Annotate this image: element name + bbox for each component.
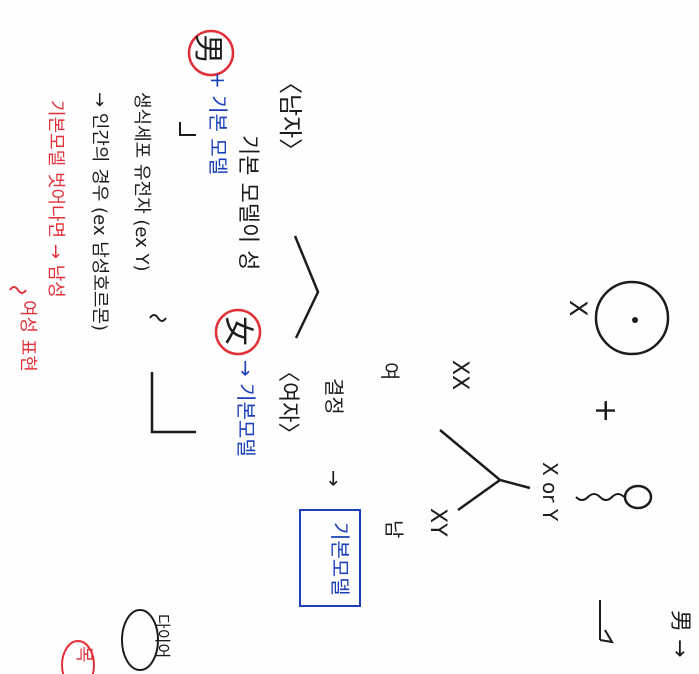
bracket-middle: [293, 235, 320, 339]
bracket-left-top: [179, 122, 196, 136]
egg-circle: [594, 280, 670, 356]
xy-label: XY: [425, 508, 450, 537]
xy-sub-label: 남: [382, 520, 406, 539]
bottom-small-note-1: 다이어: [153, 614, 172, 659]
male-symbol: 男: [190, 34, 225, 64]
red-circle-male: [187, 29, 235, 77]
red-deviation-line: 기본모델 벗어나면 → 남성: [45, 100, 66, 298]
arrow-label: →: [322, 470, 346, 487]
sperm-head: [623, 484, 653, 510]
bottom-small-note-2: 목: [73, 646, 94, 663]
squiggle-red: [9, 286, 27, 294]
branch-upper-right: [439, 429, 531, 490]
red-side-note: 여성 표현: [17, 300, 38, 372]
germ-cell-gene-line: 생식세포 유전자 (ex Y): [131, 92, 152, 272]
brace-male: 〈남자〉: [276, 70, 304, 163]
human-example-line: → 인간의 경우 (ex 남성호르몬): [89, 92, 110, 332]
bottom-ellipse-1: [121, 609, 159, 671]
basic-model-sex: 기본 모델이 성: [235, 135, 260, 271]
brace-female: 〈여자〉: [275, 360, 300, 445]
arrow-right-bottom: [599, 600, 614, 644]
squiggle-1: [149, 314, 167, 322]
xx-sub-label: 여: [378, 362, 402, 381]
chromosome-x-label: X: [564, 300, 592, 317]
blue-box: [299, 509, 361, 607]
male-arrow-right: 男 →: [667, 610, 692, 658]
branch-lower-right: [457, 478, 501, 512]
boxed-basic-model: 기본모델: [328, 522, 352, 596]
sperm-tail: [575, 493, 625, 501]
egg-nucleus-dot: [632, 317, 638, 323]
plus-basic-model-left: + 기본 모델: [206, 72, 230, 176]
female-symbol: 女: [220, 316, 255, 346]
bracket-left: [150, 372, 196, 434]
red-circle-female: [214, 308, 262, 356]
sex-determination-label: 결정: [322, 378, 346, 415]
x-or-y-label: X or Y: [538, 462, 562, 522]
xx-label: XX: [447, 360, 472, 391]
bottom-ellipse-2: [61, 640, 95, 674]
plus-sign: +: [588, 398, 623, 424]
arrow-basic-model: → 기본모델: [234, 360, 258, 457]
